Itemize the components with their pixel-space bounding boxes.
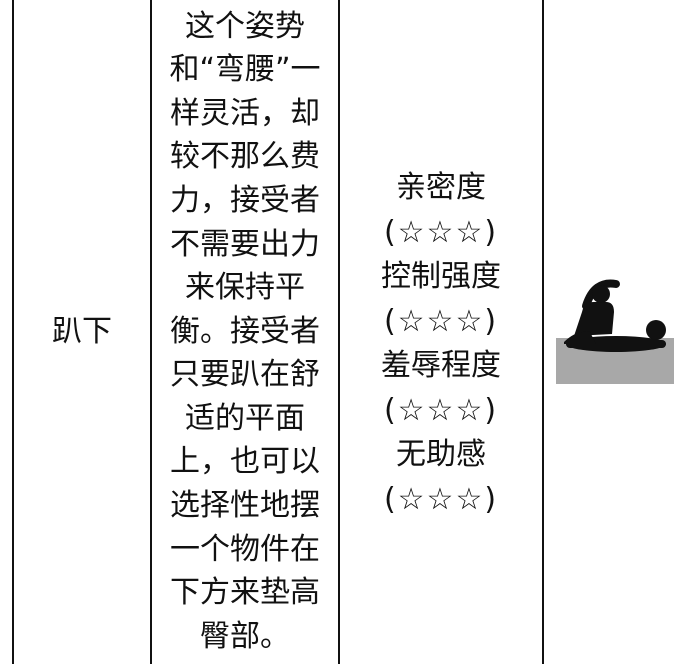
icon-cell xyxy=(544,0,692,664)
pose-description: 这个姿势和“弯腰”一样灵活，却较不那么费力，接受者不需要出力来保持平衡。接受者只… xyxy=(169,8,321,654)
rating-label-control: 控制强度 xyxy=(381,259,501,294)
kneeling-figure-head xyxy=(592,285,610,303)
rating-stars-intimacy: (☆☆☆) xyxy=(383,214,499,250)
rating-stars-humiliation: (☆☆☆) xyxy=(383,392,499,428)
table-border-left xyxy=(12,0,14,664)
ratings-cell: 亲密度 (☆☆☆) 控制强度 (☆☆☆) 羞辱程度 (☆☆☆) 无助感 (☆☆☆… xyxy=(340,0,542,664)
column-divider-2 xyxy=(338,0,340,664)
person-lying-prone-with-kneeling-figure-icon xyxy=(556,279,674,384)
rating-stars-helplessness: (☆☆☆) xyxy=(383,481,499,517)
rating-stars-control: (☆☆☆) xyxy=(383,303,499,339)
description-cell: 这个姿势和“弯腰”一样灵活，却较不那么费力，接受者不需要出力来保持平衡。接受者只… xyxy=(152,0,338,664)
rating-label-humiliation: 羞辱程度 xyxy=(381,348,501,383)
column-divider-1 xyxy=(150,0,152,664)
pose-name: 趴下 xyxy=(52,314,112,349)
kneeling-figure-legs xyxy=(564,331,596,344)
rating-label-intimacy: 亲密度 xyxy=(396,170,486,205)
kneeling-figure-body xyxy=(574,302,614,336)
rating-label-helplessness: 无助感 xyxy=(396,437,486,472)
column-divider-3 xyxy=(542,0,544,664)
lying-figure-head xyxy=(646,320,666,340)
ratings-list: 亲密度 (☆☆☆) 控制强度 (☆☆☆) 羞辱程度 (☆☆☆) 无助感 (☆☆☆… xyxy=(381,166,501,522)
pose-name-cell: 趴下 xyxy=(14,0,150,664)
